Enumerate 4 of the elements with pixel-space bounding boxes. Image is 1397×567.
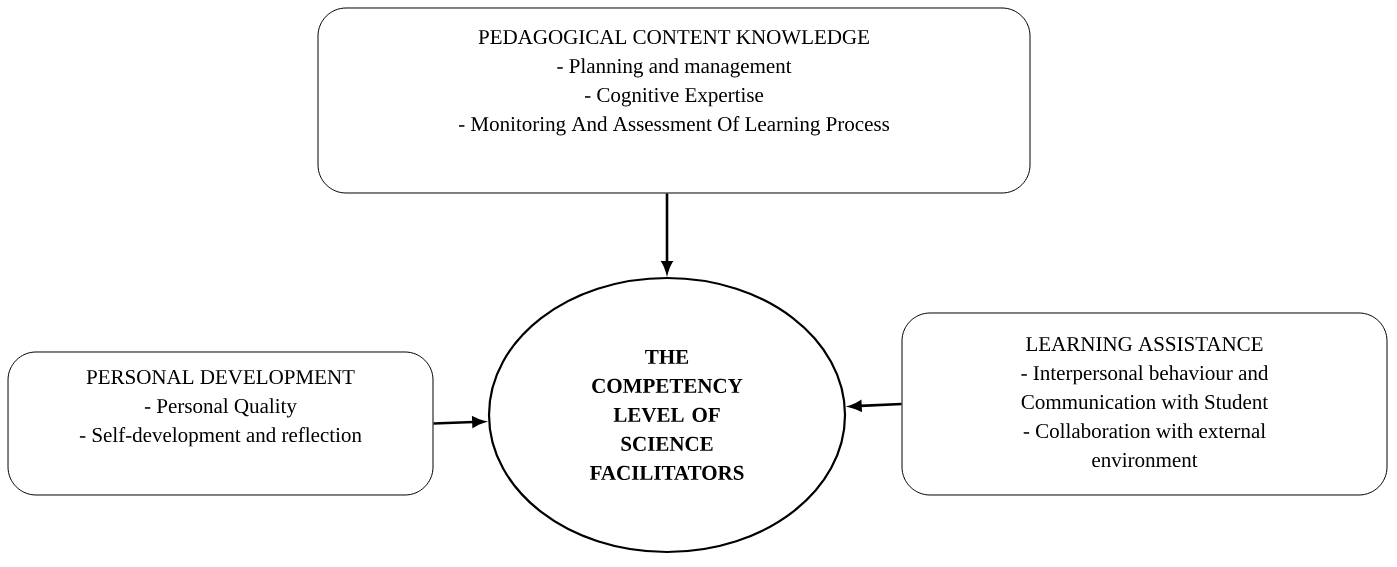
rounded-box: PERSONAL DEVELOPMENT - Personal Quality - Self-development and reflection — [7, 351, 434, 496]
rounded-box: LEARNING ASSISTANCE - Interpersonal behaviour and Communication with Student - Collaboration with external environment — [901, 312, 1388, 496]
arrow — [661, 193, 673, 274]
rounded-box: PEDAGOGICAL CONTENT KNOWLEDGE - Planning and management - Cognitive Expertise - Monitoring And Assessment Of Learning Process — [317, 7, 1031, 194]
